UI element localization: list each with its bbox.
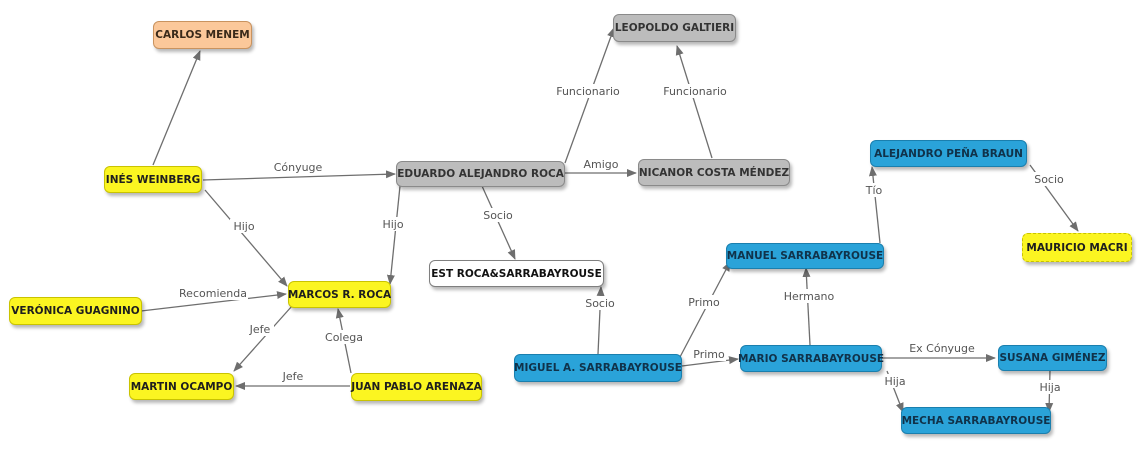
edge-label-tio: Tío <box>865 184 883 197</box>
edge-miguel-mario: Primo <box>681 347 739 367</box>
edge-nicanor-galtieri: Funcionario <box>661 45 729 159</box>
edge-line <box>140 291 287 312</box>
edge-label-bg <box>246 322 274 336</box>
node-mario-sarrabayrouse[interactable]: MARIO SARRABAYROUSE <box>738 345 884 372</box>
edge-line <box>675 45 713 159</box>
edge-line <box>152 50 201 166</box>
node-susana-gimenez[interactable]: SUSANA GIMÉNEZ <box>998 345 1107 371</box>
node-miguel-a-sarrabayrouse[interactable]: MIGUEL A. SARRABAYROUSE <box>514 354 682 382</box>
edge-line <box>204 189 288 287</box>
edge-ines-eduardo: Cónyuge <box>202 160 396 181</box>
edge-miguel-est: Socio <box>582 286 618 355</box>
edge-eduardo-galtieri: Funcionario <box>554 27 622 164</box>
edge-line <box>202 170 396 181</box>
node-juan-pablo-arenaza[interactable]: JUAN PABLO ARENAZA <box>351 373 482 401</box>
edge-line <box>481 185 516 260</box>
edge-label-primo: Primo <box>693 348 725 361</box>
edge-alejandro-macri: Socio <box>1029 164 1079 232</box>
edge-mario-mecha: Hija <box>882 370 908 413</box>
edge-label-bg <box>270 160 326 174</box>
edge-label-recomienda: Recomienda <box>179 287 247 300</box>
edge-label-hijo: Hijo <box>382 218 403 231</box>
edge-ines-menem <box>152 50 201 166</box>
edge-label-bg <box>278 369 308 383</box>
edge-eduardo-est: Socio <box>481 185 516 260</box>
edge-label-socio: Socio <box>1034 173 1064 186</box>
node-manuel-sarrabayrouse[interactable]: MANUEL SARRABAYROUSE <box>726 243 884 269</box>
edge-miguel-manuel: Primo <box>679 261 731 358</box>
edge-veronica-marcos: Recomienda <box>140 286 287 312</box>
node-eduardo-alejandro-roca[interactable]: EDUARDO ALEJANDRO ROCA <box>396 161 565 187</box>
edge-label-bg <box>582 296 618 310</box>
edge-label-bg <box>882 374 908 388</box>
edge-label-socio: Socio <box>585 297 615 310</box>
edge-label-conyuge: Cónyuge <box>274 161 323 174</box>
edge-label-bg <box>580 157 622 171</box>
edge-label-bg <box>783 289 835 303</box>
edge-label-bg <box>863 183 885 197</box>
edge-label-socio: Socio <box>483 209 513 222</box>
edge-marcos-ocampo: Jefe <box>233 305 293 372</box>
edge-line <box>386 185 401 285</box>
edge-label-ex-conyuge: Ex Cónyuge <box>909 342 975 355</box>
edge-eduardo-marcos: Hijo <box>379 185 407 285</box>
edge-label-hermano: Hermano <box>784 290 835 303</box>
node-ines-weinberg[interactable]: INÉS WEINBERG <box>104 166 202 193</box>
node-leopoldo-galtieri[interactable]: LEOPOLDO GALTIERI <box>613 14 736 42</box>
edge-label-bg <box>692 347 726 361</box>
edge-label-bg <box>1036 380 1064 394</box>
edge-arenaza-ocampo: Jefe <box>235 369 350 390</box>
edge-arenaza-marcos: Colega <box>323 308 365 374</box>
edge-manuel-alejandro: Tío <box>863 166 885 244</box>
edge-label-hija: Hija <box>884 375 905 388</box>
edge-label-bg <box>379 217 407 231</box>
edge-label-amigo: Amigo <box>583 158 618 171</box>
edge-label-primo: Primo <box>688 296 720 309</box>
edge-line <box>868 166 881 244</box>
edge-susana-mecha: Hija <box>1036 369 1064 413</box>
edge-line <box>679 261 731 358</box>
node-est-roca-sarrabayrouse[interactable]: EST ROCA&SARRABAYROUSE <box>429 260 604 287</box>
edge-label-bg <box>1032 172 1066 186</box>
edge-label-bg <box>554 84 622 98</box>
edge-label-bg <box>908 341 976 355</box>
node-nicanor-costa-mendez[interactable]: NICANOR COSTA MÉNDEZ <box>638 159 790 186</box>
node-mauricio-macri[interactable]: MAURICIO MACRI <box>1022 233 1132 262</box>
node-carlos-menem[interactable]: CARLOS MENEM <box>153 21 252 49</box>
edge-label-colega: Colega <box>325 331 363 344</box>
edge-label-bg <box>323 330 365 344</box>
edge-label-jefe: Jefe <box>282 370 304 383</box>
node-marcos-r-roca[interactable]: MARCOS R. ROCA <box>288 281 391 308</box>
edge-line <box>802 267 811 346</box>
node-martin-ocampo[interactable]: MARTIN OCAMPO <box>129 373 234 400</box>
edge-label-bg <box>686 295 722 309</box>
edge-label-bg <box>481 208 515 222</box>
edge-mario-susana: Ex Cónyuge <box>882 341 996 362</box>
node-veronica-guagnino[interactable]: VERÓNICA GUAGNINO <box>9 297 142 325</box>
edge-line <box>233 305 293 372</box>
edge-label-hijo: Hijo <box>233 220 254 233</box>
edge-mario-manuel: Hermano <box>783 267 835 346</box>
node-mecha-sarrabayrouse[interactable]: MECHA SARRABAYROUSE <box>901 407 1051 434</box>
edge-label-bg <box>661 84 729 98</box>
edge-label-bg <box>178 286 248 300</box>
edge-label-bg <box>230 219 258 233</box>
edge-label-jefe: Jefe <box>249 323 271 336</box>
edge-label-funcionario: Funcionario <box>663 85 727 98</box>
edge-line <box>681 356 739 367</box>
node-alejandro-pena-braun[interactable]: ALEJANDRO PEÑA BRAUN <box>870 140 1027 167</box>
edge-label-hija: Hija <box>1039 381 1060 394</box>
edge-eduardo-nicanor: Amigo <box>565 157 637 177</box>
edge-ines-marcos: Hijo <box>204 189 288 287</box>
edge-label-funcionario: Funcionario <box>556 85 620 98</box>
